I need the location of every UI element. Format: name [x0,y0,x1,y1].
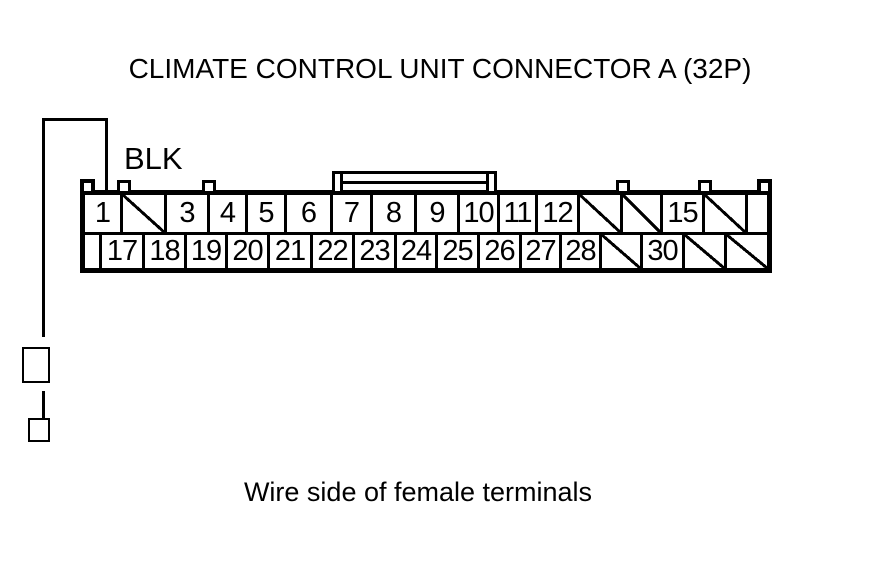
pin-cell-6: 6 [287,195,333,232]
housing-latch-bridge-bar [332,171,497,184]
pin-cell-24: 24 [397,235,438,268]
pin-cell-15: 15 [663,195,705,232]
pin-cell-25: 25 [438,235,480,268]
wire-segment-down-to-pin1 [105,118,108,190]
pin-cell-slash [123,195,167,232]
pin-cell-slash [623,195,663,232]
pin-cell-slash [685,235,727,268]
pin-cell-slash [705,195,748,232]
pin-cell-21: 21 [270,235,313,268]
pin-cell-4: 4 [210,195,248,232]
housing-key-tab [202,180,216,191]
pin-cell-30: 30 [643,235,685,268]
pin-cell-26: 26 [480,235,522,268]
housing-corner-key-left [80,179,95,191]
housing-blank-spacer [748,195,767,232]
pin-cell-19: 19 [187,235,228,268]
wire-terminal-box-large [22,347,50,383]
wire-segment-vertical-left [42,118,45,337]
pin-cell-3: 3 [167,195,210,232]
wire-segment-between-boxes [42,391,45,418]
housing-latch-bridge-post-right [486,171,497,191]
wire-segment-horizontal [42,118,108,121]
wire-terminal-box-small [28,418,50,442]
pin-cell-20: 20 [228,235,270,268]
housing-key-tab [698,180,712,191]
pin-cell-10: 10 [460,195,500,232]
pin-cell-12: 12 [538,195,580,232]
housing-blank-spacer [85,235,102,268]
pin-cell-11: 11 [500,195,538,232]
pin-cell-23: 23 [355,235,397,268]
wire-color-label: BLK [124,141,183,176]
pin-cell-27: 27 [522,235,562,268]
pin-cell-17: 17 [102,235,145,268]
housing-corner-key-right [757,179,772,191]
pin-cell-1: 1 [85,195,123,232]
pin-cell-18: 18 [145,235,187,268]
housing-latch-bridge-post-left [332,171,343,191]
pin-cell-9: 9 [417,195,460,232]
pin-cell-7: 7 [333,195,373,232]
pin-cell-28: 28 [562,235,602,268]
pin-cell-5: 5 [248,195,287,232]
pin-cell-slash [580,195,623,232]
caption: Wire side of female terminals [243,477,593,507]
pin-cell-slash [602,235,643,268]
pin-cell-8: 8 [373,195,417,232]
pin-cell-slash [727,235,767,268]
housing-key-tab [616,180,630,191]
diagram-title: CLIMATE CONTROL UNIT CONNECTOR A (32P) [128,53,752,84]
pin-cell-22: 22 [313,235,355,268]
housing-key-tab [117,180,131,191]
